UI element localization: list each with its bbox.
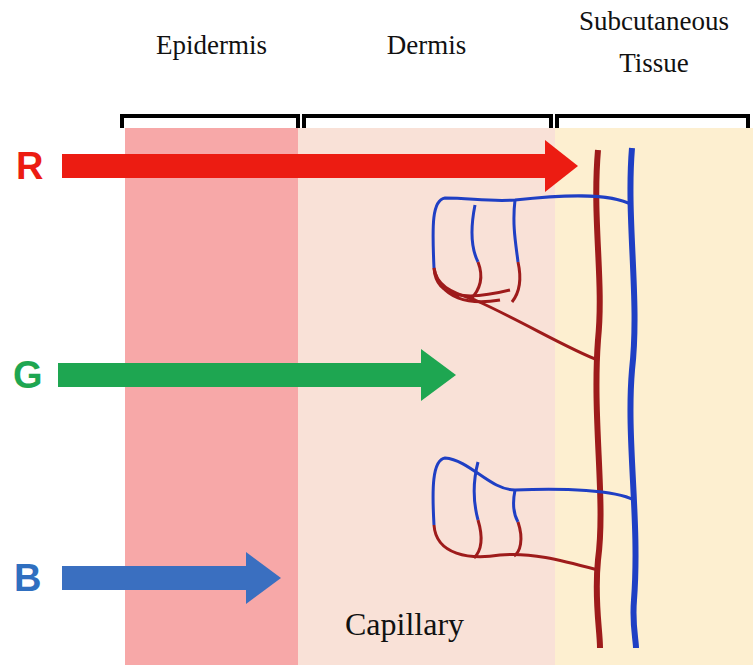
light-arrows bbox=[58, 140, 578, 604]
layer-title: Subcutaneous Tissue bbox=[559, 0, 749, 84]
light-channel-label: G bbox=[13, 355, 43, 395]
capillary-loop bbox=[433, 196, 632, 360]
red-arrow-head bbox=[545, 140, 578, 192]
blue-arrow-head bbox=[246, 552, 281, 604]
capillary-label: Capillary bbox=[345, 606, 464, 642]
layer-brackets bbox=[122, 116, 748, 128]
green-arrow-shaft bbox=[58, 363, 424, 387]
capillary-loop bbox=[433, 458, 634, 570]
subcutaneous-band: Subcutaneous Tissue bbox=[555, 128, 753, 665]
light-channel-label: B bbox=[14, 558, 41, 598]
green-arrow-head bbox=[421, 349, 456, 401]
layer-title: Dermis bbox=[258, 24, 595, 66]
layer-title: Epidermis bbox=[85, 24, 338, 66]
red-arrow-shaft bbox=[62, 154, 548, 178]
light-channel-label: R bbox=[16, 146, 43, 186]
artery bbox=[596, 150, 600, 648]
blue-arrow-shaft bbox=[62, 566, 250, 590]
vein bbox=[630, 148, 636, 648]
